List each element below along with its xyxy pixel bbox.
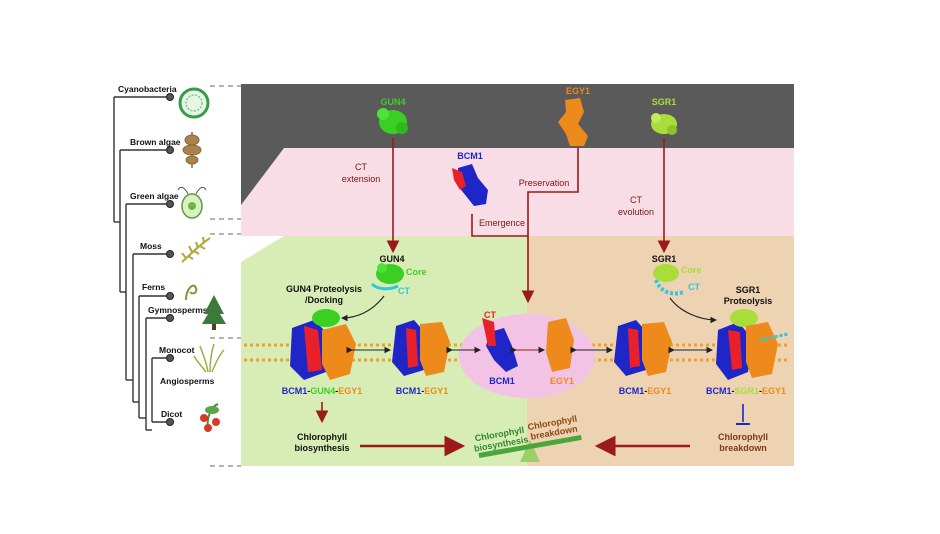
balance-scale: Chlorophyll biosynthesis Chlorophyll bre… (473, 414, 582, 462)
top-proteins: GUN4 EGY1 SGR1 (377, 86, 677, 146)
ct-extension-label-2: extension (342, 174, 381, 184)
taxon-cyanobacteria: Cyanobacteria (118, 84, 177, 94)
sgr1-proteolysis-label-2: Proteolysis (724, 296, 773, 306)
emergence-label: Emergence (479, 218, 525, 228)
egy1-label-top: EGY1 (566, 86, 590, 96)
balance-beam (478, 435, 582, 458)
ct-evolution-label-1: CT (630, 195, 642, 205)
background-bands (241, 84, 794, 466)
middle-labels: CT extension Preservation Emergence CT e… (342, 162, 654, 228)
tree-nodes (166, 93, 174, 426)
sgr1-label-lower: SGR1 (652, 254, 677, 264)
gun4-core-ct: GUN4 Core CT (370, 254, 427, 296)
taxon-green-algae: Green algae (130, 191, 179, 201)
phylogenetic-tree (113, 96, 170, 431)
gymnosperm-icon (202, 295, 226, 330)
center-bcm1-egy1: CT BCM1 EGY1 (482, 310, 574, 386)
chl-breakdown-label-1: Chlorophyll (718, 432, 768, 442)
complex-bcm1-sgr1-egy1 (716, 309, 789, 380)
egy1-protein-top: EGY1 (558, 86, 590, 146)
brown-algae-icon (182, 132, 202, 168)
docking-arrows (340, 295, 718, 324)
preservation-label: Preservation (519, 178, 570, 188)
taxon-brown-algae: Brown algae (130, 137, 181, 147)
center-oval (459, 314, 595, 398)
pink-band (241, 148, 794, 236)
dicot-icon (200, 403, 220, 432)
complex-label-4: BCM1-SGR1-EGY1 (706, 386, 786, 396)
gun4-proteolysis-label-1: GUN4 Proteolysis (286, 284, 362, 294)
complex-labels: BCM1-GUN4-EGY1 BCM1-EGY1 BCM1-EGY1 BCM1-… (282, 386, 786, 396)
center-ct-label: CT (484, 310, 496, 320)
chl-biosynthesis-label-1: Chlorophyll (297, 432, 347, 442)
complex-bcm1-gun4-egy1 (290, 309, 356, 380)
sgr1-core-ct: SGR1 Core CT (652, 254, 702, 296)
taxon-monocot: Monocot (159, 345, 195, 355)
taxon-dicot: Dicot (161, 409, 182, 419)
monocot-icon (193, 343, 225, 373)
complex-label-1: BCM1-GUN4-EGY1 (282, 386, 363, 396)
cyanobacteria-icon (178, 87, 210, 119)
outcome-labels: Chlorophyll biosynthesis Chlorophyll bre… (294, 432, 768, 453)
taxon-gymnosperms: Gymnosperms (148, 305, 208, 315)
evolution-arrows (386, 138, 671, 304)
core-label-gun4: Core (406, 267, 427, 277)
moss-icon (181, 236, 211, 263)
process-labels: GUN4 Proteolysis /Docking SGR1 Proteolys… (286, 284, 772, 306)
ct-extension-label-1: CT (355, 162, 367, 172)
gun4-protein-top: GUN4 (377, 97, 408, 134)
chl-biosynthesis-label-2: biosynthesis (294, 443, 349, 453)
sgr1-proteolysis-label-1: SGR1 (736, 285, 761, 295)
outcome-arrows (315, 402, 750, 457)
ct-evolution-label-2: evolution (618, 207, 654, 217)
ct-label-gun4: CT (398, 286, 410, 296)
gun4-label-top: GUN4 (380, 97, 405, 107)
sgr1-label-top: SGR1 (652, 97, 677, 107)
gun4-label-lower: GUN4 (379, 254, 404, 264)
complex-label-2: BCM1-EGY1 (396, 386, 449, 396)
bcm1-emergence-protein: BCM1 (452, 151, 488, 206)
complex-bcm1-egy1-left (392, 320, 450, 376)
sgr1-protein-top: SGR1 (651, 97, 677, 135)
taxon-moss: Moss (140, 241, 162, 251)
complex-bcm1-egy1-right (614, 320, 672, 376)
bcm1-label-middle: BCM1 (457, 151, 483, 161)
taxon-ferns: Ferns (142, 282, 165, 292)
chl-breakdown-label-2: breakdown (719, 443, 767, 453)
gun4-proteolysis-label-2: /Docking (305, 295, 343, 305)
core-label-sgr1: Core (681, 265, 702, 275)
taxon-angiosperms: Angiosperms (160, 376, 215, 386)
ct-label-sgr1: CT (688, 282, 700, 292)
organism-icons (177, 87, 226, 432)
balance-fulcrum (520, 440, 540, 462)
complex-label-3: BCM1-EGY1 (619, 386, 672, 396)
fern-icon (185, 284, 198, 301)
center-egy1-label: EGY1 (550, 376, 574, 386)
tree-labels: Cyanobacteria Brown algae Green algae Mo… (118, 84, 215, 419)
center-bcm1-label: BCM1 (489, 376, 515, 386)
green-algae-icon (177, 186, 207, 219)
